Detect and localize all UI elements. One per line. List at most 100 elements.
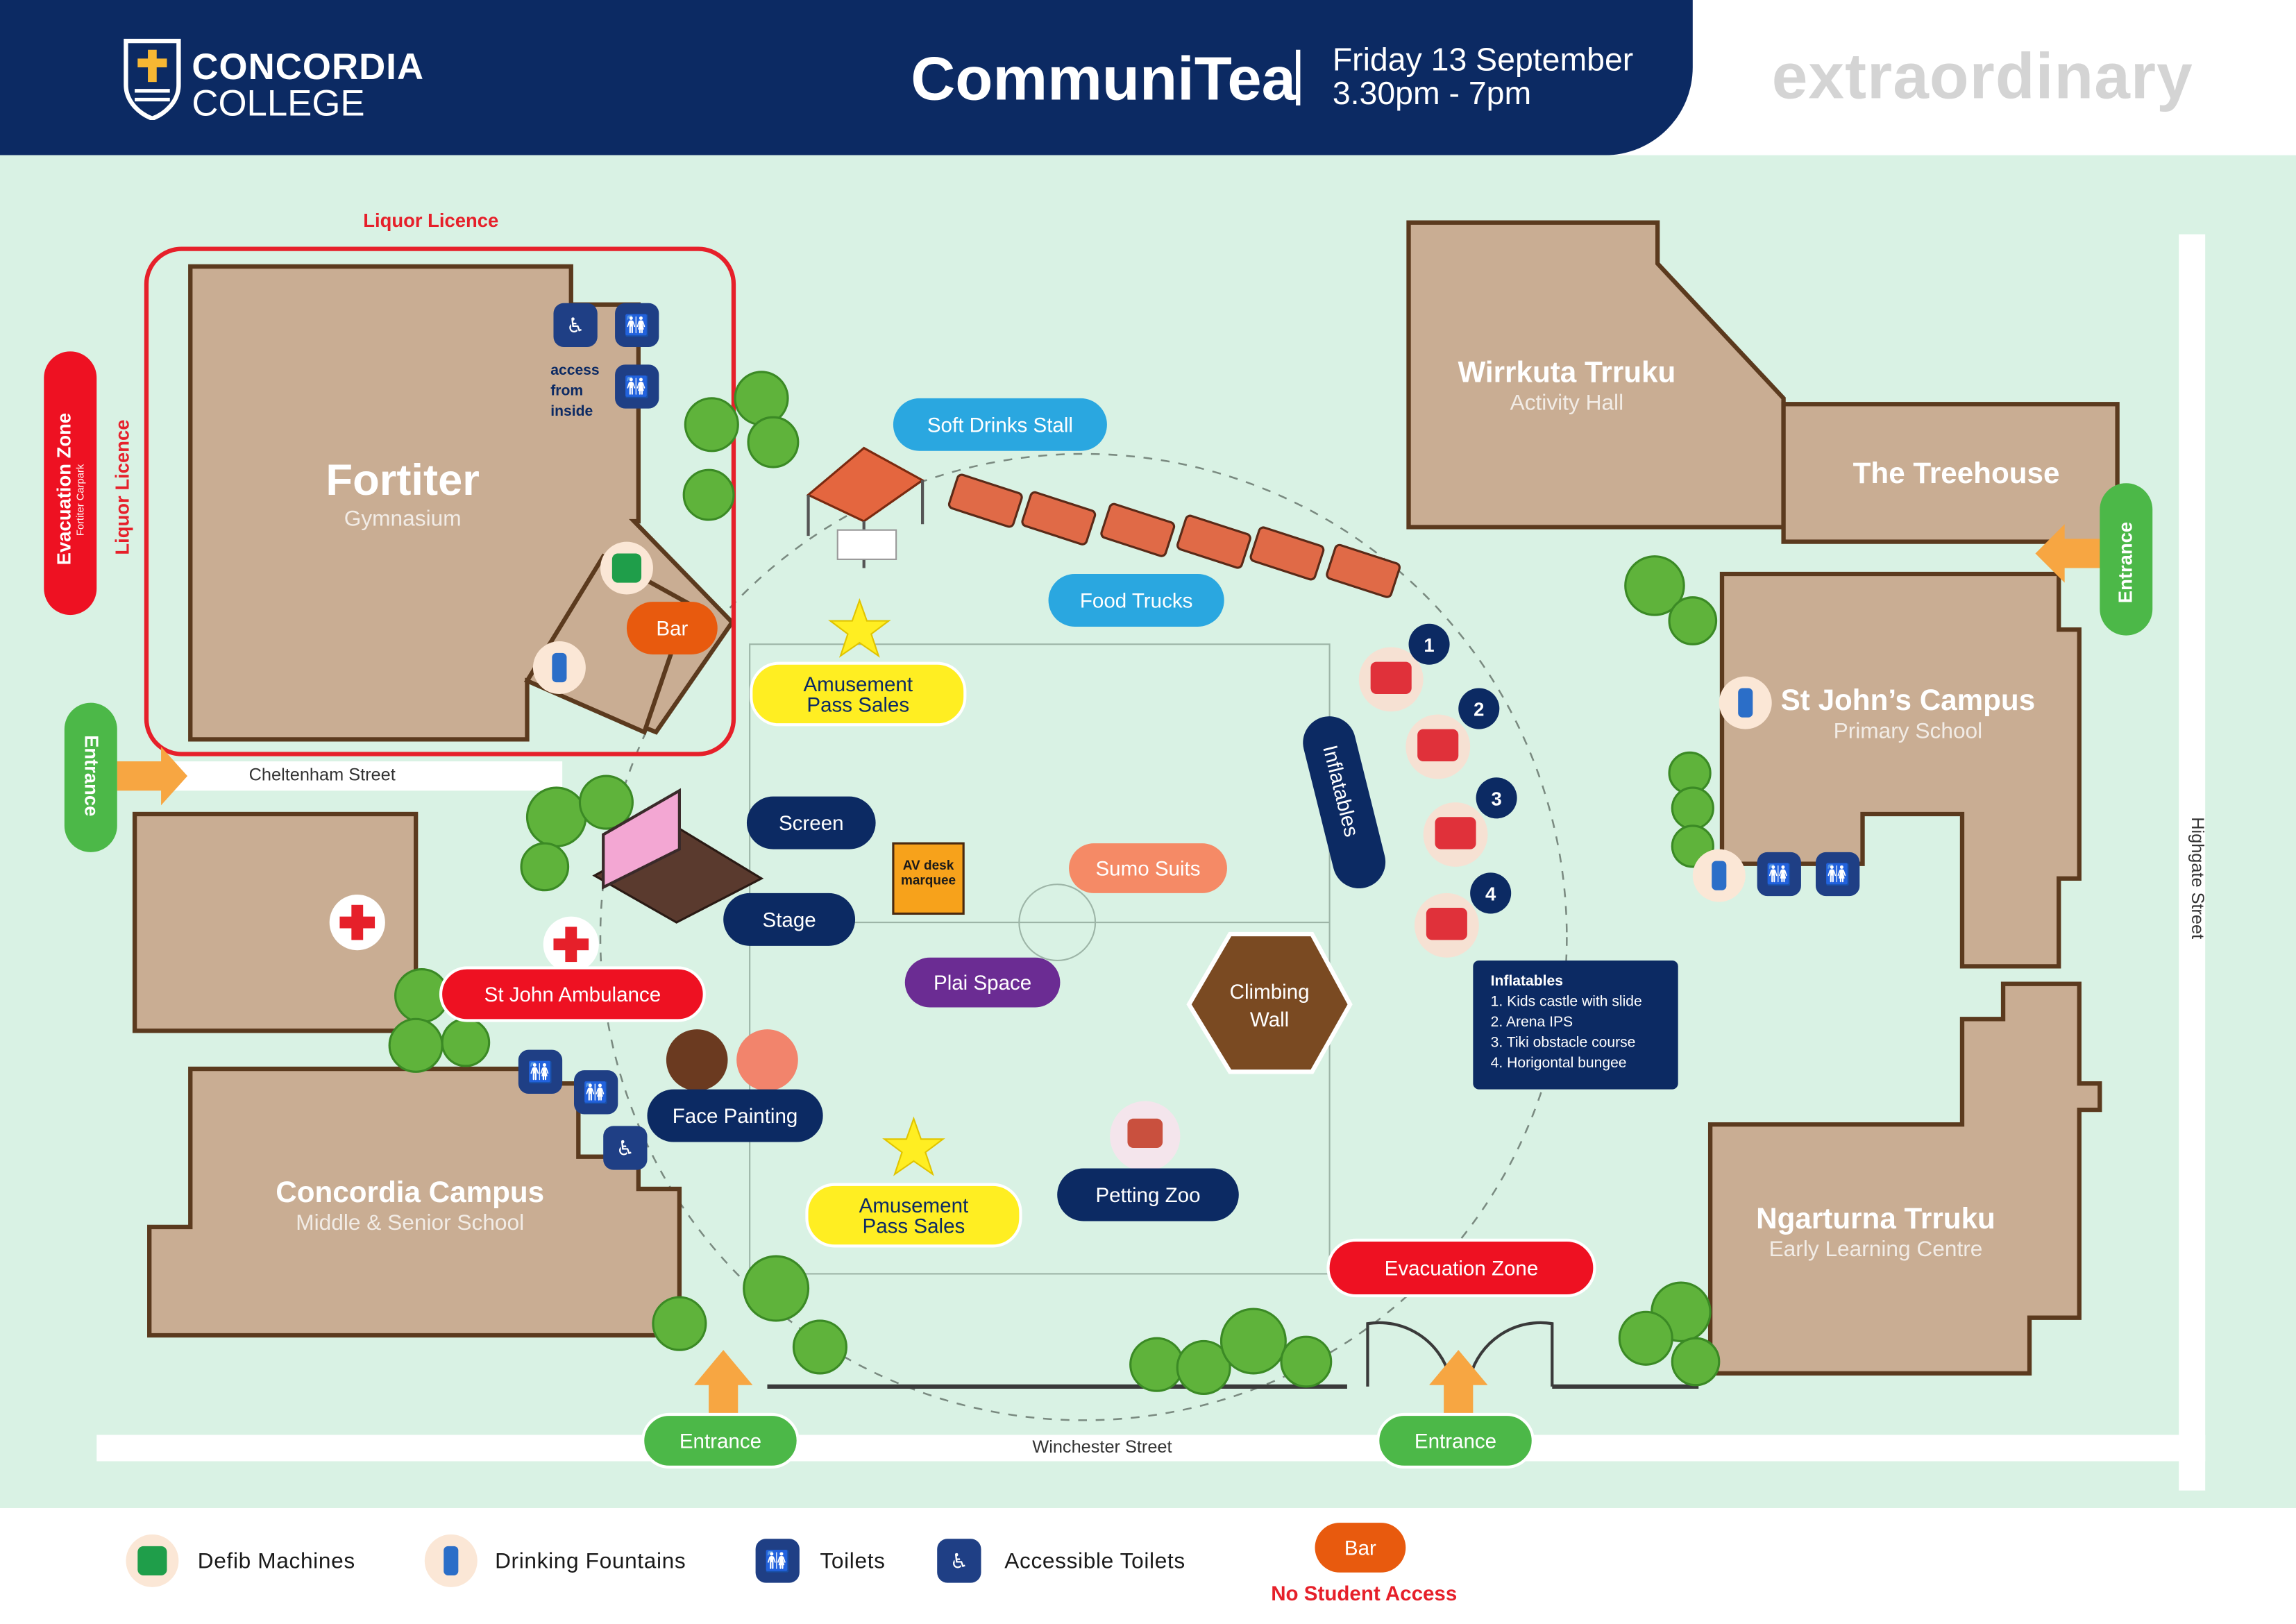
legend-toilets: Toilets: [820, 1549, 886, 1574]
fortiter-carpark-text: Fortiter Carpark: [76, 464, 87, 536]
logo-line2: COLLEGE: [192, 83, 365, 125]
arrow-south-1: [693, 1350, 753, 1414]
legend-defib: Defib Machines: [197, 1549, 355, 1574]
liquor-licence-side: Liquor Licence: [111, 414, 135, 555]
soft-drinks-pill[interactable]: Soft Drinks Stall: [893, 398, 1107, 451]
winchester-street-road: [96, 1435, 2206, 1462]
defib-icon: [126, 1534, 179, 1587]
toilet-icon: 🚻: [755, 1539, 800, 1583]
event-time: 3.30pm - 7pm: [1332, 74, 1532, 112]
liquor-licence-side-text: Liquor Licence: [111, 419, 133, 555]
winchester-street-label: Winchester Street: [1032, 1436, 1172, 1457]
bar-pill[interactable]: Bar: [626, 602, 718, 655]
stage-screen: [592, 788, 764, 924]
cheltenham-street-road: [131, 761, 563, 791]
amusement-pass-south[interactable]: Amusement Pass Sales: [805, 1183, 1022, 1248]
treehouse-building: [1781, 402, 2120, 544]
inflatable-item: 3. Tiki obstacle course: [1490, 1035, 1636, 1051]
entrance-south-west-pill[interactable]: Entrance: [641, 1412, 800, 1469]
tagline: extraordinary: [1771, 41, 2193, 113]
fortiter-sub: Gymnasium: [344, 506, 462, 532]
legend-accessible: Accessible Toilets: [1004, 1549, 1185, 1574]
ngarturna-building: [1707, 981, 2102, 1376]
court-lines: [749, 643, 1331, 1275]
inflatable-number-4: 4: [1470, 872, 1512, 914]
fortiter-title: Fortiter: [326, 457, 480, 505]
plai-space-pill[interactable]: Plai Space: [904, 957, 1061, 1008]
accessible-toilet-icon: ♿: [553, 303, 598, 347]
av-desk: [892, 842, 965, 915]
arrow-east: [2035, 524, 2109, 583]
concordia-title: Concordia Campus: [276, 1177, 545, 1210]
title-divider: [1296, 49, 1301, 105]
logo-line1: CONCORDIA: [192, 46, 425, 88]
highgate-street-road: [2179, 234, 2206, 1491]
toilet-icon: 🚻: [1816, 852, 1860, 897]
first-aid-icon: [329, 895, 385, 951]
food-truck-row: [947, 473, 1401, 598]
drinking-fountain-icon: [532, 641, 586, 694]
entrance-west-text: Entrance: [81, 735, 103, 817]
stjohns-title: St John’s Campus: [1780, 685, 2036, 718]
climbing-wall-label: Climbing Wall: [1189, 978, 1350, 1033]
evac-zone-south-pill: Evacuation Zone: [1326, 1238, 1596, 1298]
entrance-west-pill[interactable]: Entrance: [64, 702, 117, 852]
climbing-wall-line1: Climbing: [1229, 979, 1310, 1004]
av-desk-line2: marquee: [900, 872, 956, 888]
inflatable-item: 2. Arena IPS: [1490, 1015, 1573, 1031]
event-ring: [599, 452, 1568, 1421]
ngarturna-title: Ngarturna Trruku: [1756, 1203, 1995, 1236]
amusement-north-line2: Pass Sales: [807, 692, 910, 716]
amusement-north-line1: Amusement: [803, 672, 913, 696]
header-bar: [0, 0, 1693, 155]
st-john-ambulance-pill[interactable]: St John Ambulance: [439, 966, 706, 1022]
accessible-toilet-icon: ♿: [937, 1539, 981, 1583]
toilet-icon: 🚻: [1757, 852, 1801, 897]
defib-icon: [600, 541, 653, 595]
petting-zoo-pill[interactable]: Petting Zoo: [1057, 1168, 1239, 1221]
stage-pill[interactable]: Stage: [723, 893, 856, 946]
entrance-east-pill[interactable]: Entrance: [2100, 483, 2153, 636]
liquor-licence-label: Liquor Licence: [363, 209, 499, 232]
drinking-fountain-icon: [424, 1534, 478, 1587]
ngarturna-sub: Early Learning Centre: [1769, 1237, 1983, 1262]
access-note-line1: access: [550, 363, 600, 380]
wirrkuta-building: [1406, 220, 1786, 530]
toilet-icon: 🚻: [615, 303, 659, 347]
inflatable-item: 4. Horigontal bungee: [1490, 1056, 1627, 1072]
evac-zone-left-text: Evacuation Zone: [52, 412, 75, 566]
concordia-sub: Middle & Senior School: [296, 1210, 525, 1236]
inflatables-key-title: Inflatables: [1490, 973, 1564, 990]
cheltenham-street-label: Cheltenham Street: [248, 764, 396, 785]
climbing-wall-line2: Wall: [1249, 1007, 1290, 1031]
toilet-icon: 🚻: [518, 1049, 563, 1094]
screen-pill[interactable]: Screen: [746, 796, 876, 849]
amusement-south-line2: Pass Sales: [862, 1213, 965, 1237]
food-trucks-pill[interactable]: Food Trucks: [1048, 573, 1224, 627]
drinking-fountain-icon: [1719, 676, 1772, 729]
entrance-south-east-pill[interactable]: Entrance: [1376, 1412, 1535, 1469]
event-title: CommuniTea: [911, 44, 1296, 113]
treehouse-title: The Treehouse: [1852, 458, 2060, 491]
face-painting-pill[interactable]: Face Painting: [647, 1089, 823, 1142]
college-crest-icon: [124, 38, 181, 120]
stjohns-sub: Primary School: [1833, 718, 1983, 744]
inflatables-pill-text: Inflatables: [1318, 743, 1365, 839]
inflatables-icons: [1358, 647, 1488, 958]
access-note: access from inside: [550, 362, 599, 423]
event-date: Friday 13 September: [1332, 41, 1634, 78]
highgate-street-label: Highgate Street: [2187, 817, 2209, 940]
inflatable-item: 1. Kids castle with slide: [1490, 994, 1642, 1010]
arrow-west: [117, 746, 188, 806]
sumo-suits-pill[interactable]: Sumo Suits: [1069, 843, 1227, 893]
toilet-icon: 🚻: [573, 1070, 618, 1115]
evac-zone-left-pill: Evacuation Zone Fortiter Carpark: [44, 351, 97, 616]
first-aid-icon: [543, 916, 599, 972]
legend: [0, 1507, 2296, 1624]
star-icon: [882, 1116, 945, 1176]
access-note-line2: from: [550, 383, 584, 400]
toilet-icon: 🚻: [615, 364, 659, 409]
accessible-toilet-icon: ♿: [603, 1126, 648, 1170]
amusement-pass-north[interactable]: Amusement Pass Sales: [750, 661, 967, 727]
